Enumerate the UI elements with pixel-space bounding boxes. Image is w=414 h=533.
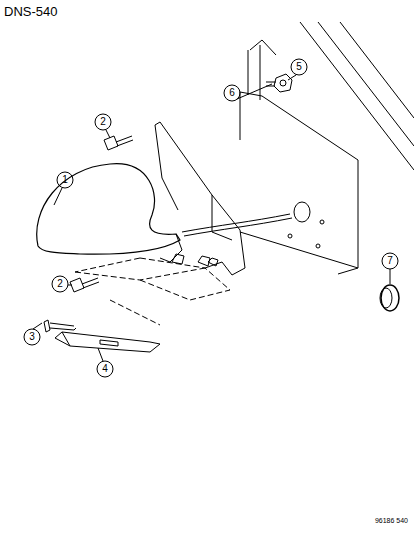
callout-number: 5 <box>296 62 302 72</box>
callout-number: 4 <box>102 364 108 374</box>
callout-number: 3 <box>29 332 35 342</box>
diagram-title: DNS-540 <box>4 5 57 18</box>
callout-number: 2 <box>100 117 106 127</box>
callout-number: 2 <box>57 279 63 289</box>
callout-number: 7 <box>387 256 393 266</box>
callout-number: 6 <box>229 88 235 98</box>
drawing-code: 96186 540 <box>375 517 408 524</box>
callout-number: 1 <box>62 175 68 185</box>
